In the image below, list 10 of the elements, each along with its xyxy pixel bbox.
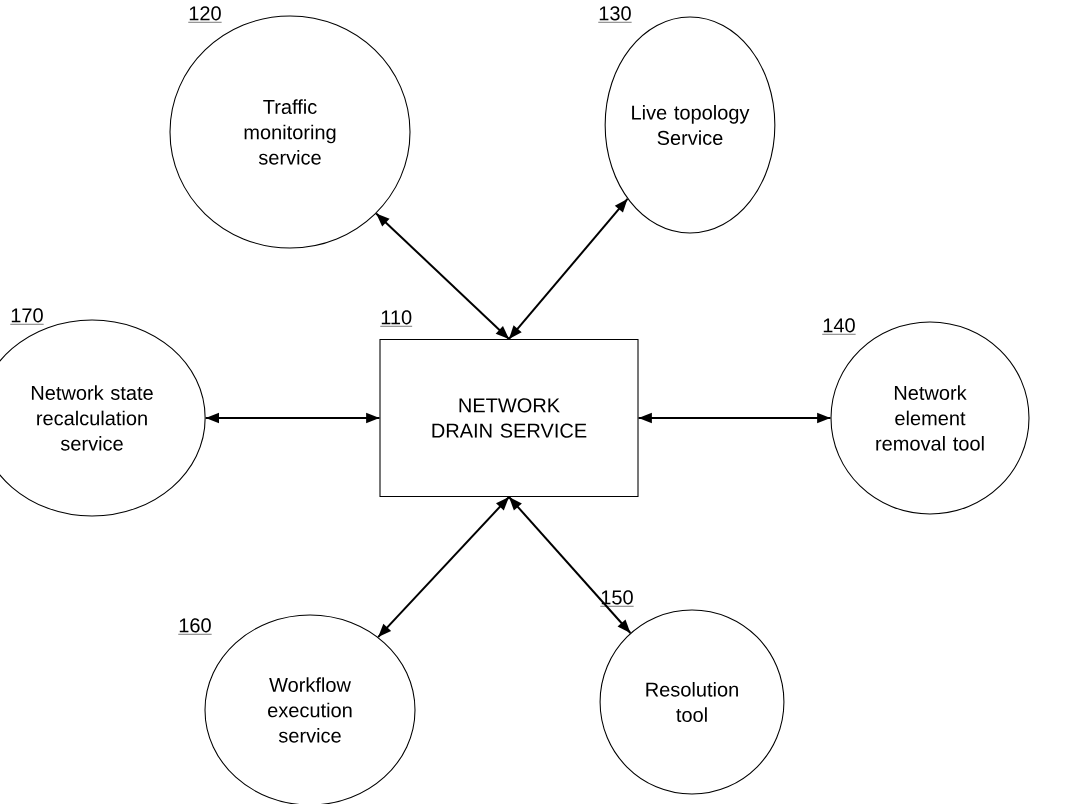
arrow <box>375 212 510 340</box>
arrow <box>637 412 832 424</box>
arrow <box>377 496 510 639</box>
arrow <box>508 197 629 340</box>
reference-number: 110 <box>380 310 413 327</box>
service-box: NETWORK DRAIN SERVICE <box>379 338 639 498</box>
arrow <box>508 496 632 634</box>
reference-number: 140 <box>822 318 856 335</box>
arrow <box>204 412 381 424</box>
reference-number: 150 <box>600 590 634 607</box>
